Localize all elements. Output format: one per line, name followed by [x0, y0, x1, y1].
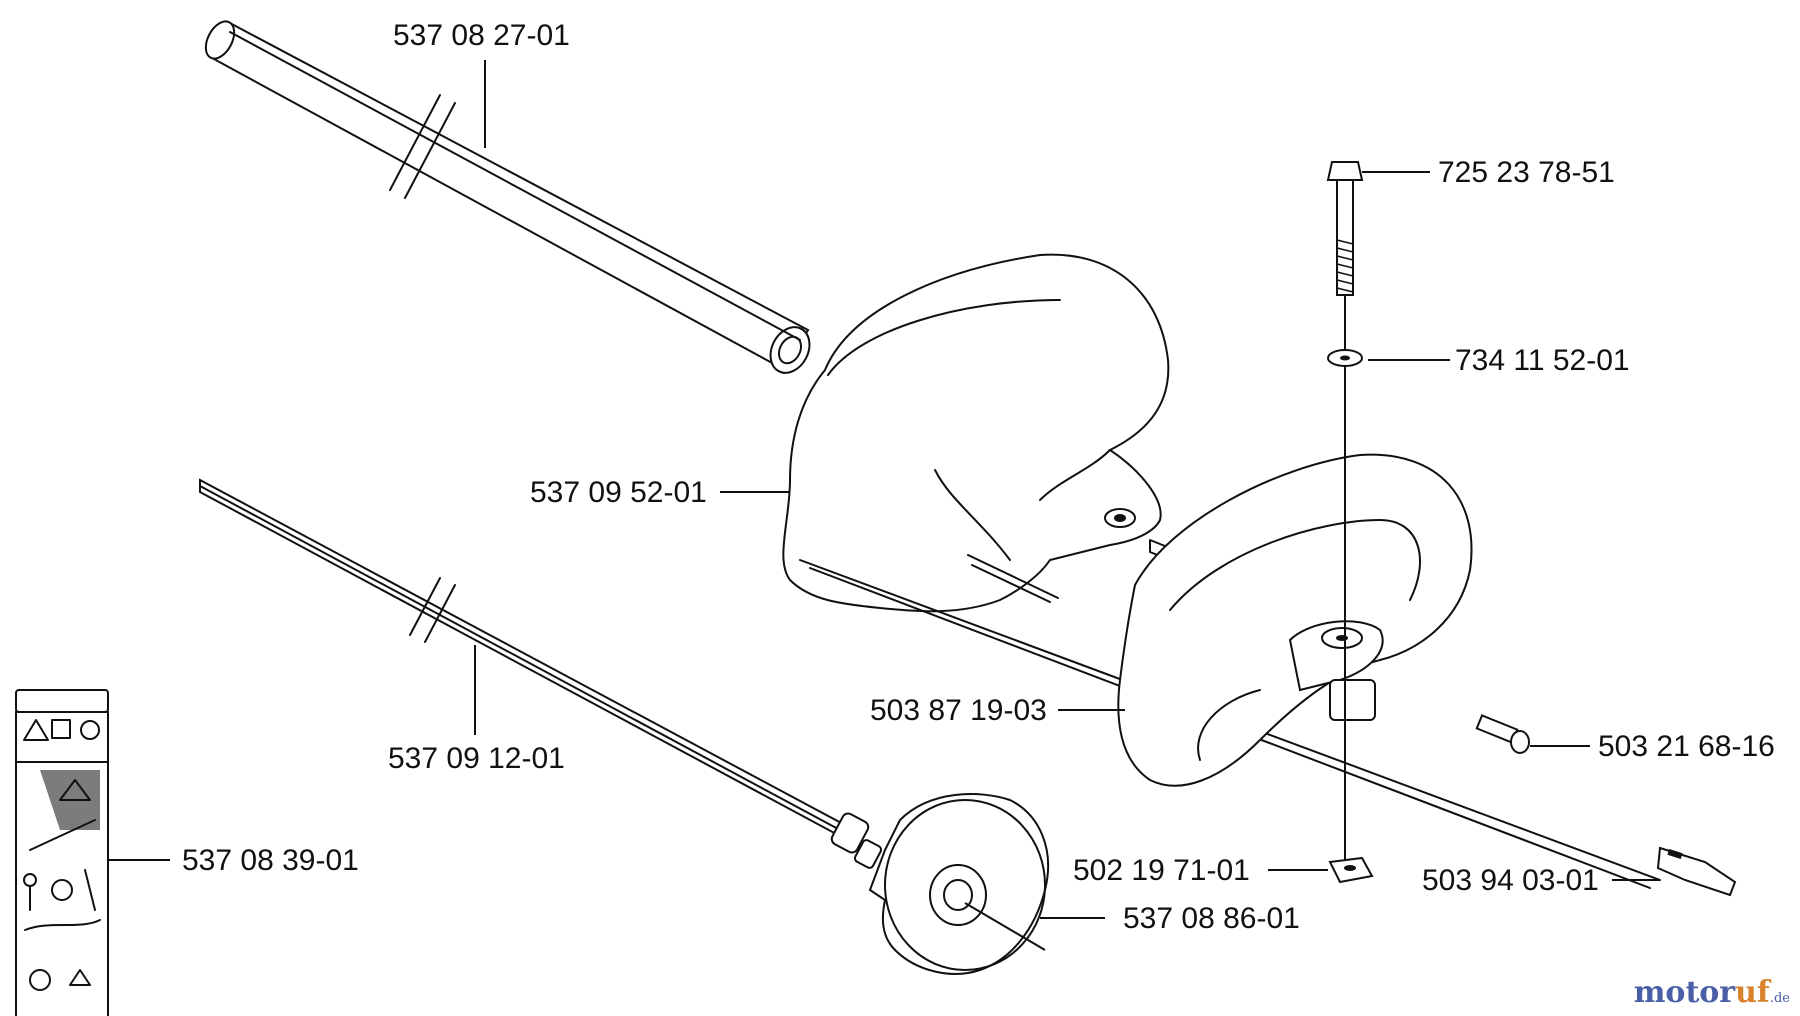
- guard-part: [720, 253, 1171, 613]
- label-nut: 502 19 71-01: [1073, 854, 1250, 887]
- handle-part: [1058, 453, 1473, 787]
- label-washer: 734 11 52-01: [1455, 344, 1630, 377]
- watermark-tld: .de: [1769, 991, 1790, 1006]
- bolt-part: [1326, 161, 1430, 860]
- watermark-logo: motoruf.de: [1634, 975, 1790, 1010]
- washer-part: [1327, 349, 1450, 367]
- label-cover: 537 08 86-01: [1123, 902, 1300, 935]
- cover-part: [868, 793, 1105, 975]
- label-guard: 537 09 52-01: [530, 476, 707, 509]
- nut-part: [1268, 856, 1374, 884]
- label-drive-shaft: 537 09 12-01: [388, 742, 565, 775]
- watermark-accent: uf: [1735, 975, 1770, 1010]
- label-decal: 537 08 39-01: [182, 844, 359, 877]
- decal-part: [15, 689, 170, 1016]
- label-screw: 503 21 68-16: [1598, 730, 1775, 763]
- watermark-main: motor: [1633, 975, 1736, 1010]
- label-clamp: 503 94 03-01: [1422, 864, 1599, 897]
- label-bolt: 725 23 78-51: [1438, 156, 1615, 189]
- screw-part: [1475, 714, 1590, 754]
- label-tube: 537 08 27-01: [393, 19, 570, 52]
- clamp-part: [1612, 846, 1737, 897]
- label-handle: 503 87 19-03: [870, 694, 1047, 727]
- drive-shaft-part: [199, 478, 1661, 889]
- tube-part: [204, 20, 811, 374]
